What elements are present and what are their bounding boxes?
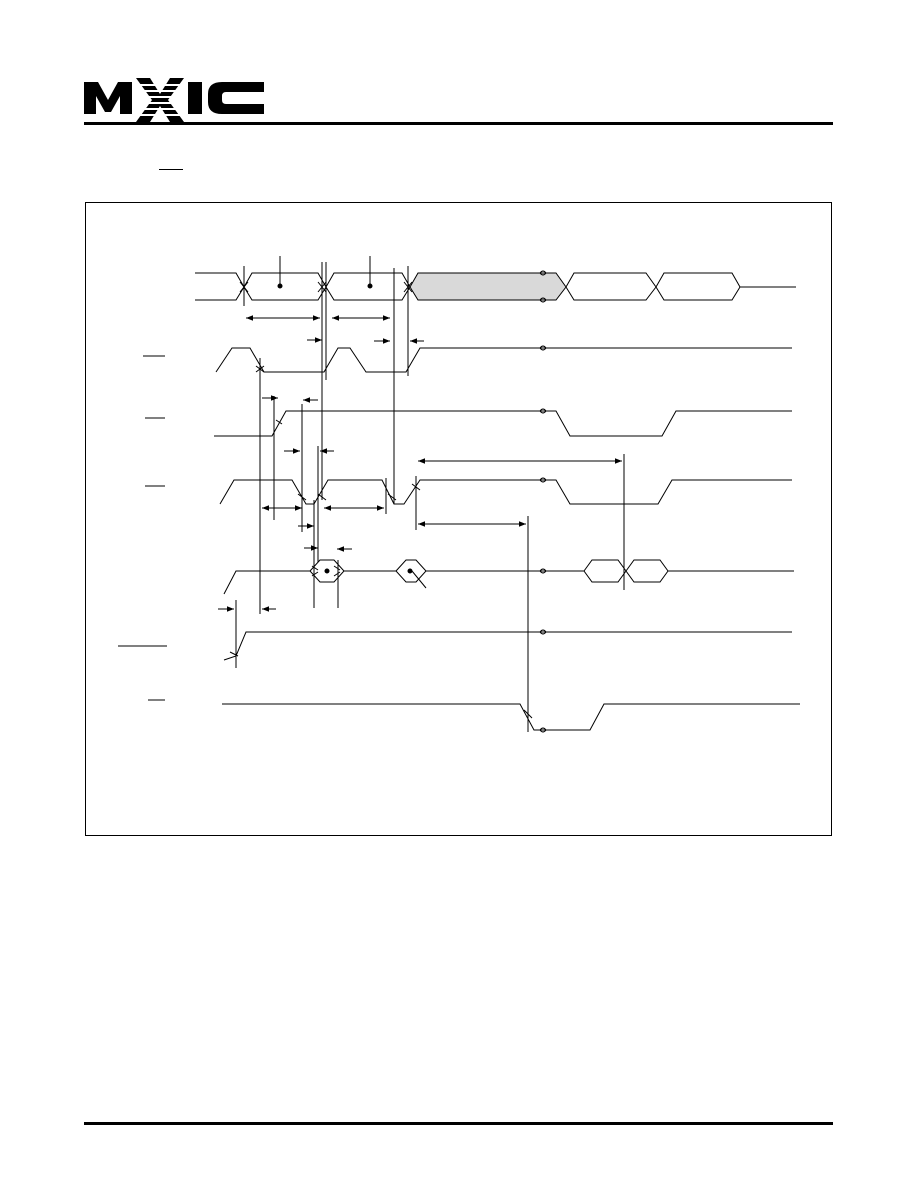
logo-letter-x	[136, 78, 184, 122]
we-waveform	[215, 347, 792, 373]
reset-waveform	[223, 631, 792, 661]
logo-letter-m	[84, 82, 132, 114]
break-mark	[539, 408, 547, 414]
break-mark	[539, 297, 547, 303]
address-dot-1	[277, 283, 283, 289]
break-mark	[539, 629, 547, 635]
address-dot-2	[367, 283, 373, 289]
data-bus-waveform	[223, 559, 794, 595]
timing-reference-lines	[235, 262, 625, 732]
data-dot-2	[407, 568, 413, 574]
footer-rule	[84, 1122, 833, 1125]
logo-letter-i	[188, 82, 202, 114]
oe-waveform	[219, 479, 792, 505]
break-mark	[539, 568, 547, 574]
address-bus-waveform	[195, 256, 796, 301]
logo-letter-c	[208, 82, 264, 114]
break-mark	[539, 270, 547, 276]
break-mark	[539, 345, 547, 351]
crossing-ticks	[229, 281, 533, 719]
header-rule	[84, 122, 833, 125]
ce-waveform	[214, 410, 792, 437]
mxic-logo	[84, 78, 264, 122]
break-mark	[539, 477, 547, 483]
timing-diagram-frame	[85, 202, 832, 836]
heading-overbar	[159, 169, 183, 170]
signal-label-overbars	[118, 355, 167, 701]
ry-by-waveform	[222, 703, 800, 731]
data-dot-1	[324, 568, 330, 574]
break-mark	[539, 727, 547, 733]
